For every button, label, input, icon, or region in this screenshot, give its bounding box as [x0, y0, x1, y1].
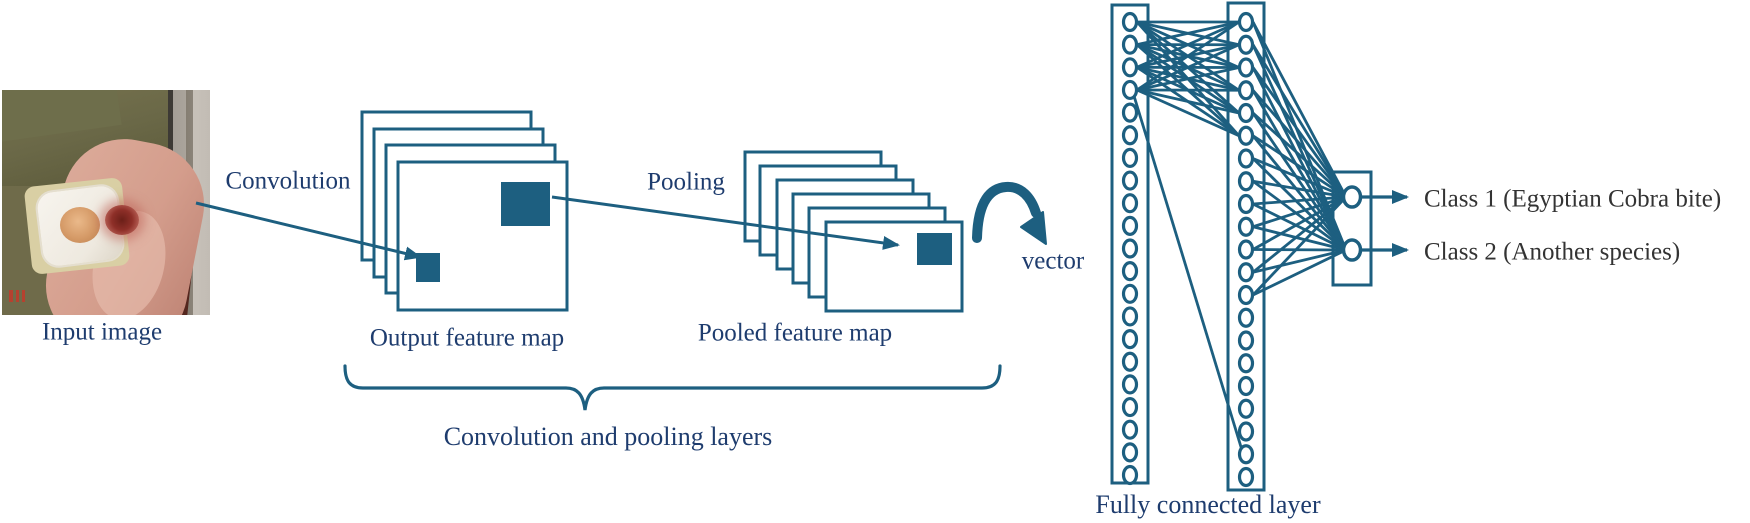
input-image-photo [2, 90, 210, 315]
conv-pool-brace [343, 364, 1002, 411]
convolution-label: Convolution [225, 167, 351, 195]
class-1-label: Class 1 (Egyptian Cobra bite) [1424, 185, 1722, 213]
fc-connections [1132, 20, 1348, 451]
input-image-label: Input image [41, 318, 163, 346]
pooling-arrow [551, 195, 900, 250]
photo-bandage-pad [60, 207, 100, 243]
fc-layer-2-neurons [1237, 11, 1255, 488]
output-feature-map-label: Output feature map [369, 324, 565, 352]
pooling-label: Pooling [647, 168, 725, 196]
convolution-arrow [195, 201, 422, 261]
vector-label: vector [1021, 247, 1085, 275]
output-neurons [1341, 185, 1363, 262]
fc-layer-2-box [1226, 1, 1266, 492]
fully-connected-label: Fully connected layer [1095, 490, 1321, 519]
activation-squares [416, 182, 952, 282]
fc-layer-1-neurons [1121, 11, 1139, 486]
class-2-label: Class 2 (Another species) [1424, 238, 1681, 266]
photo-wound [105, 205, 139, 235]
pooled-feature-map-label: Pooled feature map [697, 319, 893, 347]
conv-pool-group-label: Convolution and pooling layers [443, 422, 773, 451]
vector-arrow [972, 181, 1047, 245]
pooled-feature-map-stack [743, 150, 964, 313]
